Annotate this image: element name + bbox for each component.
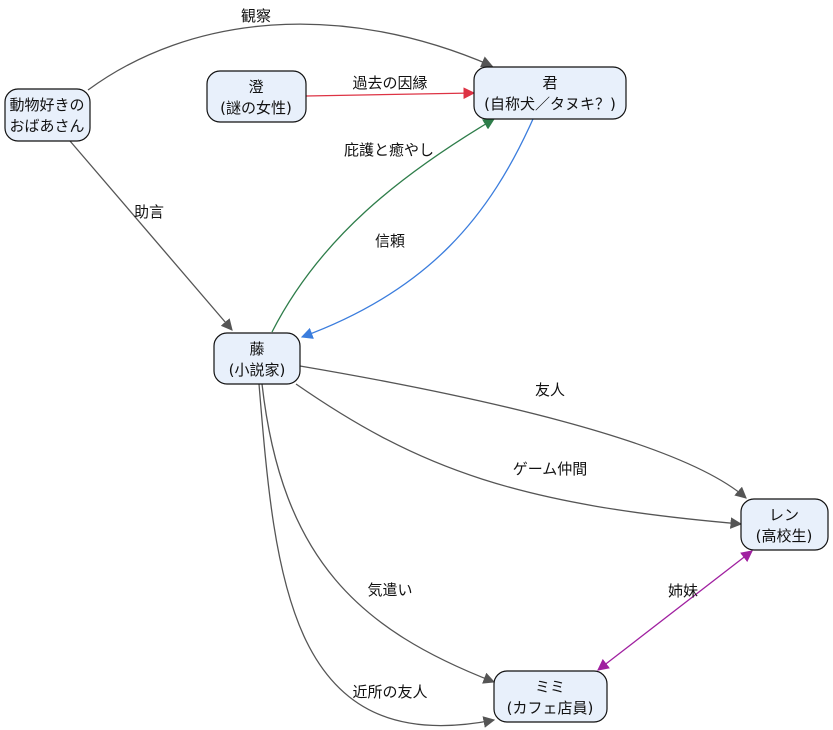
edge-label: 観察 (241, 7, 271, 25)
edge-kizukai: 気遣い (261, 383, 496, 684)
node-box (4, 88, 91, 142)
node-obaasan[interactable]: 動物好きの おばあさん (4, 88, 91, 142)
node-fuji[interactable]: 藤 (小説家) (213, 332, 301, 385)
edge-kako: 過去の因縁 (305, 74, 476, 100)
edge-label: 過去の因縁 (352, 74, 427, 92)
node-mimi[interactable]: ミミ (カフェ店員) (493, 670, 608, 723)
edge-jogen: 助言 (69, 140, 233, 331)
node-kimi[interactable]: 君 (自称犬／タヌキ？) (473, 66, 627, 120)
edge-label: 友人 (535, 381, 565, 399)
edge-label: 姉妹 (668, 582, 698, 600)
node-label-line2: (カフェ店員) (507, 699, 594, 717)
edge-label: 庇護と癒やし (344, 141, 434, 159)
edge-line (305, 87, 476, 100)
edge-yujin: 友人 (299, 365, 747, 499)
node-label-line2: (謎の女性) (220, 99, 292, 117)
node-box (206, 70, 307, 123)
node-sumi[interactable]: 澄 (謎の女性) (206, 70, 307, 123)
node-label-line1: レン (769, 506, 799, 524)
node-box (213, 332, 301, 385)
edge-line (87, 23, 494, 91)
node-label-line2: (高校生) (756, 527, 813, 545)
node-box (473, 66, 627, 120)
node-label-line2: おばあさん (9, 117, 84, 135)
node-label-line1: ミミ (535, 678, 565, 696)
edge-label: 気遣い (367, 581, 412, 599)
edge-line (299, 365, 747, 499)
edge-line (258, 383, 496, 728)
node-label-line1: 動物好きの (9, 96, 84, 114)
edge-kansatsu: 観察 (87, 7, 494, 91)
edge-line (597, 550, 753, 671)
edge-label: 助言 (134, 203, 164, 221)
node-label-line1: 藤 (249, 340, 264, 358)
edge-label: 信頼 (375, 232, 405, 250)
edge-label: 近所の友人 (352, 683, 427, 701)
node-label-line1: 君 (542, 74, 557, 92)
edge-line (271, 118, 496, 333)
edge-line (69, 140, 233, 331)
node-label-line1: 澄 (248, 78, 263, 96)
node-label-line2: (小説家) (229, 361, 286, 379)
edge-line (261, 383, 496, 684)
edge-game: ゲーム仲間 (295, 383, 743, 529)
edge-label: ゲーム仲間 (513, 460, 588, 478)
edge-line (295, 383, 743, 529)
edge-shinrai: 信頼 (300, 118, 534, 339)
node-box (493, 670, 608, 723)
node-label-line2: (自称犬／タヌキ？) (484, 95, 616, 113)
edge-kinjo: 近所の友人 (258, 383, 496, 728)
node-box (740, 498, 829, 551)
edge-line (300, 118, 534, 339)
node-ren[interactable]: レン (高校生) (740, 498, 829, 551)
edge-shimai: 姉妹 (597, 550, 753, 671)
edge-higo: 庇護と癒やし (271, 118, 496, 333)
